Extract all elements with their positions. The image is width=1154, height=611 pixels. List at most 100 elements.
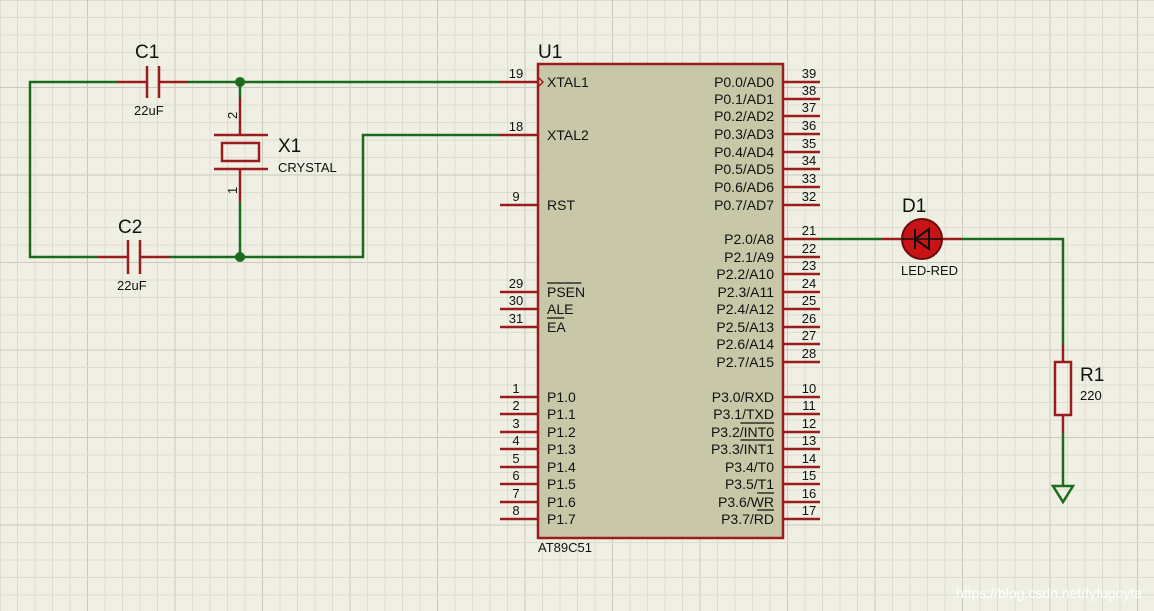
x1-value-label: CRYSTAL <box>278 160 337 175</box>
u1-pin-label: XTAL2 <box>547 127 589 143</box>
u1-pin-label: P2.7/A15 <box>716 354 774 370</box>
u1-pin-label: P0.3/AD3 <box>714 126 774 142</box>
u1-pin-number: 36 <box>802 118 816 133</box>
u1-pin-label: ALE <box>547 301 573 317</box>
u1-pin-number: 24 <box>802 276 816 291</box>
u1-pin-2[interactable]: 2P1.1 <box>500 398 576 422</box>
wire-led-r1[interactable] <box>962 237 1065 345</box>
u1-pin-number: 28 <box>802 346 816 361</box>
u1-pin-label: P0.7/AD7 <box>714 197 774 213</box>
u1-pin-number: 21 <box>802 223 816 238</box>
u1-pin-3[interactable]: 3P1.2 <box>500 416 576 440</box>
u1-pin-number: 14 <box>802 451 816 466</box>
u1-pin-6[interactable]: 6P1.5 <box>500 468 576 492</box>
u1-pin-number: 38 <box>802 83 816 98</box>
u1-pin-label: P1.7 <box>547 511 576 527</box>
led-d1[interactable]: D1 LED-RED <box>882 196 962 278</box>
u1-pin-label: P1.5 <box>547 476 576 492</box>
r1-ref-label: R1 <box>1080 365 1104 386</box>
d1-value-label: LED-RED <box>901 263 958 278</box>
u1-right-pins: 39P0.0/AD038P0.1/AD137P0.2/AD236P0.3/AD3… <box>711 66 820 527</box>
u1-pin-8[interactable]: 8P1.7 <box>500 503 576 527</box>
u1-body <box>536 62 785 540</box>
u1-pin-label: P0.2/AD2 <box>714 108 774 124</box>
u1-pin-number: 33 <box>802 171 816 186</box>
microcontroller-u1[interactable]: U1 AT89C51 19XTAL118XTAL29RST29PSEN30ALE… <box>500 42 820 555</box>
u1-pin-label: P0.5/AD5 <box>714 161 774 177</box>
u1-pin-label: P0.0/AD0 <box>714 74 774 90</box>
capacitor-c1[interactable]: C1 22uF <box>118 42 188 118</box>
u1-pin-number: 11 <box>802 398 816 413</box>
u1-pin-number: 9 <box>512 189 519 204</box>
u1-pin-label: P0.1/AD1 <box>714 91 774 107</box>
u1-pin-number: 23 <box>802 258 816 273</box>
crystal-x1[interactable]: 2 1 X1 CRYSTAL <box>214 98 337 202</box>
u1-pin-label: P2.0/A8 <box>724 231 774 247</box>
u1-pin-4[interactable]: 4P1.3 <box>500 433 576 457</box>
u1-pin-label: P3.5/T1 <box>725 476 774 492</box>
u1-pin-number: 27 <box>802 328 816 343</box>
u1-pin-7[interactable]: 7P1.6 <box>500 486 576 510</box>
r1-value-label: 220 <box>1080 388 1102 403</box>
u1-pin-label: RST <box>547 197 575 213</box>
capacitor-c2[interactable]: C2 22uF <box>98 217 170 293</box>
u1-pin-number: 7 <box>512 486 519 501</box>
resistor-r1[interactable]: R1 220 <box>1053 345 1104 433</box>
u1-pin-number: 26 <box>802 311 816 326</box>
u1-pin-number: 3 <box>512 416 519 431</box>
x1-pin-number-top: 2 <box>225 112 240 119</box>
ground-icon[interactable] <box>1050 484 1076 505</box>
wire-loop-left[interactable] <box>28 80 118 259</box>
u1-pin-5[interactable]: 5P1.4 <box>500 451 576 475</box>
u1-pin-number: 34 <box>802 153 816 168</box>
u1-pin-label: P3.4/T0 <box>725 459 774 475</box>
u1-pin-number: 17 <box>802 503 816 518</box>
wire-c2-xtal2[interactable] <box>170 133 500 259</box>
u1-pin-number: 37 <box>802 100 816 115</box>
u1-pin-label: P2.1/A9 <box>724 249 774 265</box>
u1-pin-number: 18 <box>509 119 523 134</box>
u1-pin-label: P2.4/A12 <box>716 301 774 317</box>
u1-pin-label: P1.1 <box>547 406 576 422</box>
u1-pin-number: 19 <box>509 66 523 81</box>
u1-pin-label: P2.2/A10 <box>716 266 774 282</box>
u1-pin-label: XTAL1 <box>547 74 589 90</box>
junction-dot <box>235 77 245 87</box>
u1-pin-1[interactable]: 1P1.0 <box>500 381 576 405</box>
u1-pin-number: 16 <box>802 486 816 501</box>
c1-value-label: 22uF <box>134 103 164 118</box>
u1-pin-label: P1.6 <box>547 494 576 510</box>
